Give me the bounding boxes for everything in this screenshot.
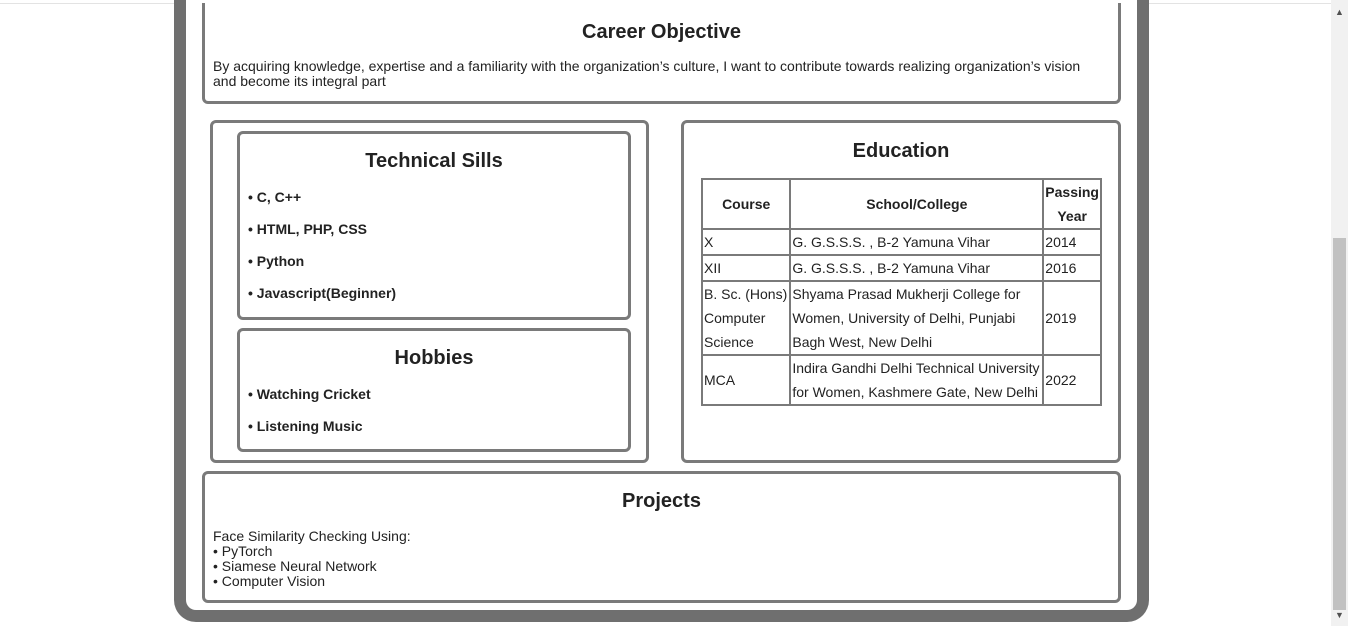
technical-skills-title: Technical Sills	[365, 150, 503, 172]
projects-section: Projects Face Similarity Checking Using:…	[202, 471, 1121, 603]
column-header-school: School/College	[789, 178, 1045, 230]
hobbies-section: Hobbies • Watching Cricket • Listening M…	[237, 328, 631, 452]
cell-year: 2019	[1042, 280, 1102, 356]
column-header-year: Passing Year	[1042, 178, 1102, 230]
scrollbar-thumb[interactable]	[1333, 238, 1346, 610]
skill-item: • C, C++	[248, 189, 302, 205]
hobby-item: • Listening Music	[248, 418, 363, 434]
career-objective-section: Career Objective By acquiring knowledge,…	[202, 3, 1121, 104]
hobbies-list: • Watching Cricket • Listening Music	[248, 385, 371, 449]
table-row: X G. G.S.S.S. , B-2 Yamuna Vihar 2014	[700, 228, 1102, 256]
projects-content: Face Similarity Checking Using: • PyTorc…	[213, 529, 411, 589]
table-row: MCA Indira Gandhi Delhi Technical Univer…	[700, 354, 1102, 406]
cell-school: G. G.S.S.S. , B-2 Yamuna Vihar	[789, 228, 1045, 256]
career-objective-text: By acquiring knowledge, expertise and a …	[213, 58, 1081, 89]
table-row: B. Sc. (Hons) Computer Science Shyama Pr…	[700, 280, 1102, 356]
hobby-item: • Watching Cricket	[248, 386, 371, 402]
cell-school: G. G.S.S.S. , B-2 Yamuna Vihar	[789, 254, 1045, 282]
cell-year: 2014	[1042, 228, 1102, 256]
arrow-down-icon[interactable]: ▼	[1335, 610, 1344, 620]
cell-school: Shyama Prasad Mukherji College for Women…	[789, 280, 1045, 356]
education-table: Course School/College Passing Year X G. …	[700, 178, 1102, 406]
cell-year: 2016	[1042, 254, 1102, 282]
technical-skills-section: Technical Sills • C, C++ • HTML, PHP, CS…	[237, 131, 631, 320]
vertical-scrollbar[interactable]: ▲ ▼	[1331, 0, 1348, 626]
education-section: Education Course School/College Passing …	[681, 120, 1121, 463]
hobbies-title: Hobbies	[394, 347, 474, 369]
project-heading: Face Similarity Checking Using:	[213, 528, 411, 544]
table-header-row: Course School/College Passing Year	[700, 178, 1102, 230]
cell-course: MCA	[700, 354, 792, 406]
cell-school: Indira Gandhi Delhi Technical University…	[789, 354, 1045, 406]
projects-title: Projects	[622, 490, 701, 512]
skill-item: • HTML, PHP, CSS	[248, 221, 367, 237]
table-row: XII G. G.S.S.S. , B-2 Yamuna Vihar 2016	[700, 254, 1102, 282]
career-objective-title: Career Objective	[582, 21, 741, 43]
cell-course: XII	[700, 254, 792, 282]
project-item: • PyTorch	[213, 543, 273, 559]
cell-course: X	[700, 228, 792, 256]
skills-list: • C, C++ • HTML, PHP, CSS • Python • Jav…	[248, 188, 396, 316]
cell-course: B. Sc. (Hons) Computer Science	[700, 280, 792, 356]
skill-item: • Javascript(Beginner)	[248, 285, 397, 301]
cell-year: 2022	[1042, 354, 1102, 406]
project-item: • Siamese Neural Network	[213, 558, 377, 574]
skill-item: • Python	[248, 253, 305, 269]
project-item: • Computer Vision	[213, 573, 326, 589]
education-title: Education	[852, 140, 950, 162]
arrow-up-icon[interactable]: ▲	[1335, 7, 1344, 17]
column-header-course: Course	[700, 178, 792, 230]
